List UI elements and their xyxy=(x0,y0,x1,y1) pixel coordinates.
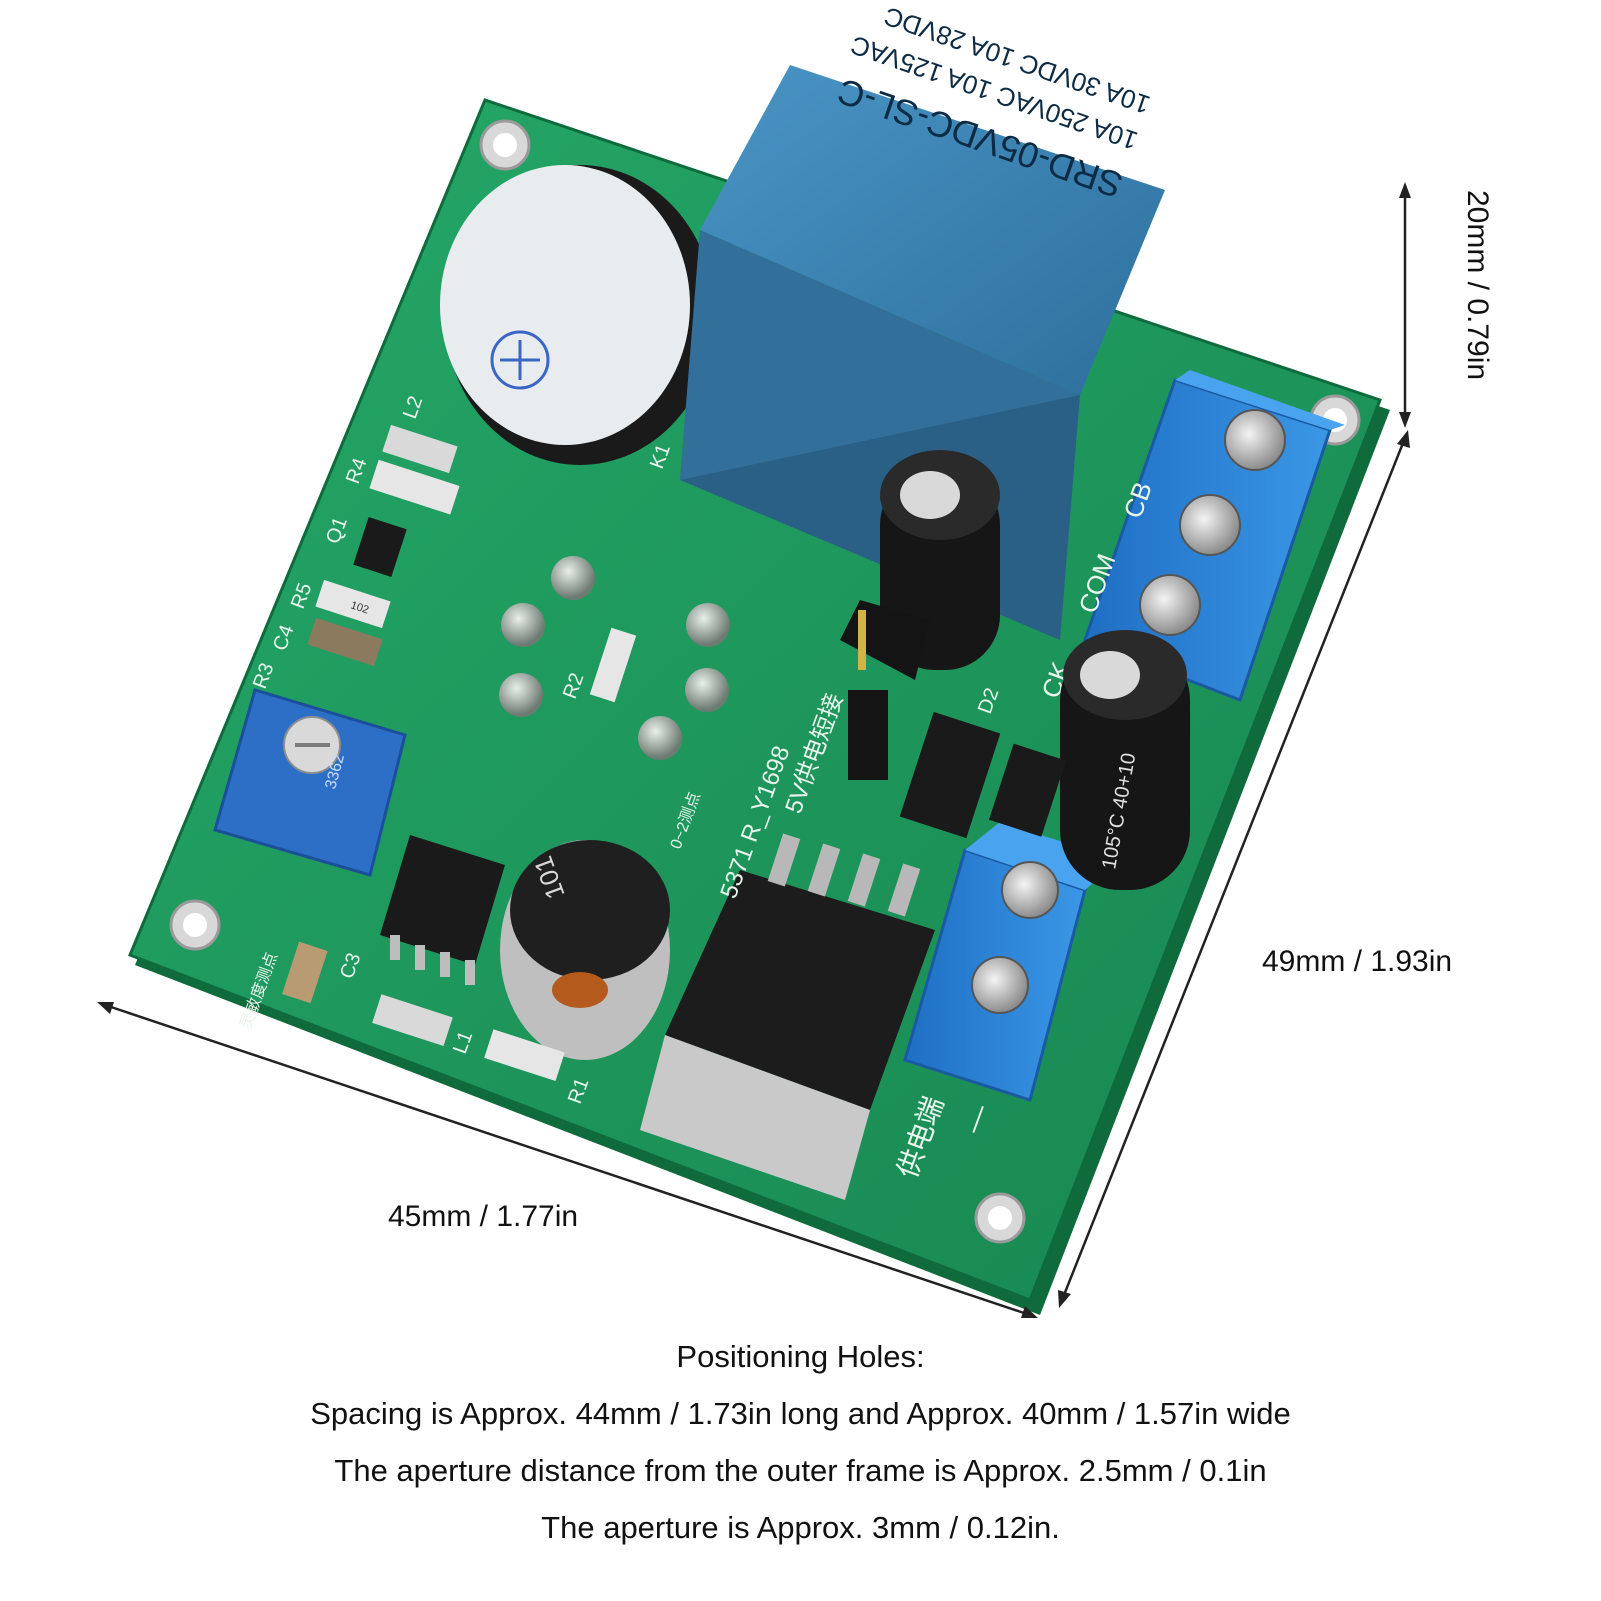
screw-icon[interactable] xyxy=(971,956,1029,1014)
notes-aperture-distance: The aperture distance from the outer fra… xyxy=(334,1453,1267,1488)
buzzer xyxy=(440,165,715,465)
screw-icon[interactable] xyxy=(1224,409,1286,471)
regulator-ic xyxy=(640,833,935,1200)
height-dimension-label: 20mm / 0.79in xyxy=(1461,190,1494,381)
inductor: 101 xyxy=(500,840,670,1060)
notes-aperture-size: The aperture is Approx. 3mm / 0.12in. xyxy=(541,1510,1060,1545)
dimension-lines xyxy=(97,182,1411,1318)
capacitor-small: 105°C 40+10 xyxy=(1060,630,1190,890)
smd-components xyxy=(282,424,1066,1082)
screw-icon[interactable] xyxy=(1179,494,1241,556)
depth-dimension-label: 49mm / 1.93in xyxy=(1262,945,1453,978)
power-terminal-block: 供电端 — xyxy=(892,822,1120,1182)
positioning-notes: Positioning Holes: Spacing is Approx. 44… xyxy=(0,1328,1601,1556)
resistor-code: 102 xyxy=(349,599,370,616)
screw-icon[interactable] xyxy=(1001,861,1059,919)
depth-dimension-line xyxy=(1058,430,1410,1308)
length-dimension-line xyxy=(97,1002,1038,1318)
notes-title: Positioning Holes: xyxy=(676,1339,925,1374)
screw-icon[interactable] xyxy=(1139,574,1201,636)
notes-spacing: Spacing is Approx. 44mm / 1.73in long an… xyxy=(310,1396,1291,1431)
length-dimension-label: 45mm / 1.77in xyxy=(388,1200,579,1233)
soic-chip xyxy=(380,835,505,985)
mounting-holes xyxy=(169,119,1361,1244)
potentiometer[interactable]: 3362 xyxy=(213,688,407,877)
height-dimension-line xyxy=(1399,182,1411,428)
relay-terminal-block: CB COM CK xyxy=(1035,370,1345,702)
jumper[interactable] xyxy=(840,600,930,780)
solder-pads xyxy=(499,556,730,760)
